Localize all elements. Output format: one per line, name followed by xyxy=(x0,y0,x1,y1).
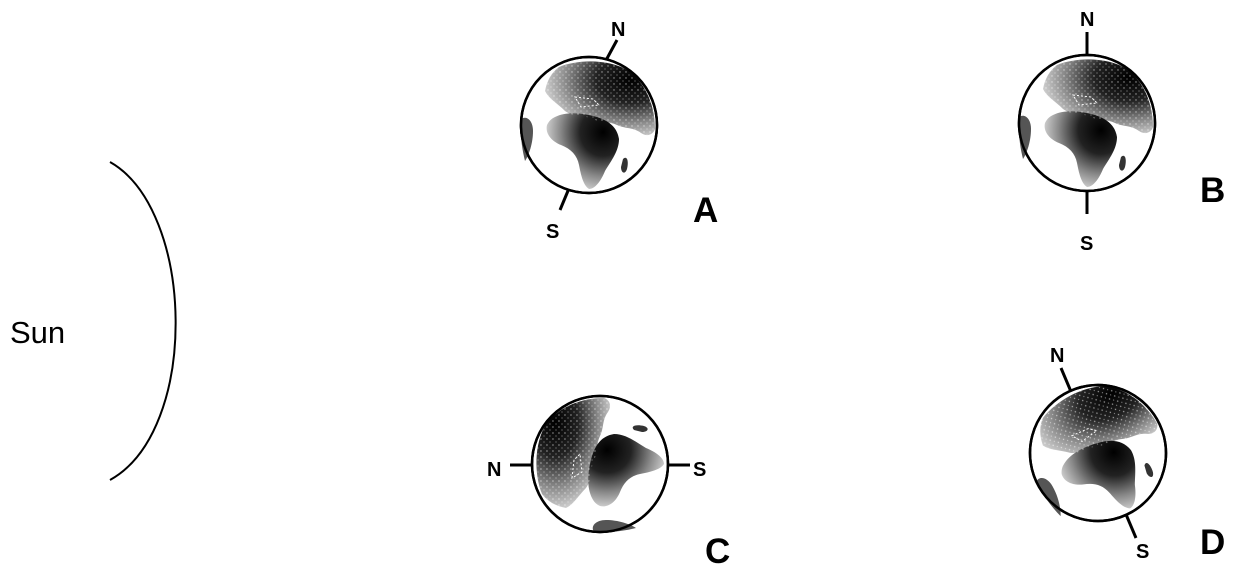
sun-label: Sun xyxy=(10,315,65,350)
globe-a-letter: A xyxy=(693,191,718,230)
globe-a-south-label: S xyxy=(546,221,559,243)
globe-d-north-label: N xyxy=(1050,345,1064,367)
globe-b-earth xyxy=(1019,55,1155,191)
globe-b-letter: B xyxy=(1200,171,1225,210)
globe-c-letter: C xyxy=(705,532,730,569)
globe-b-south-label: S xyxy=(1080,233,1093,255)
globe-c-south-label: S xyxy=(693,459,706,481)
globe-d-earth xyxy=(1005,360,1191,546)
globe-a-earth xyxy=(521,57,657,193)
globe-d-south-label: S xyxy=(1136,541,1149,563)
sun-arc xyxy=(110,162,176,480)
globe-a-north-label: N xyxy=(611,19,625,41)
globe-d-letter: D xyxy=(1200,523,1225,562)
globe-c-earth xyxy=(532,396,668,532)
globe-b: N S B xyxy=(1019,9,1226,255)
globe-c-north-label: N xyxy=(487,459,501,481)
globe-a: N S A xyxy=(521,19,719,243)
globe-d: N S D xyxy=(1005,345,1225,563)
globe-c: N S C xyxy=(487,396,730,569)
globe-b-north-label: N xyxy=(1080,9,1094,31)
